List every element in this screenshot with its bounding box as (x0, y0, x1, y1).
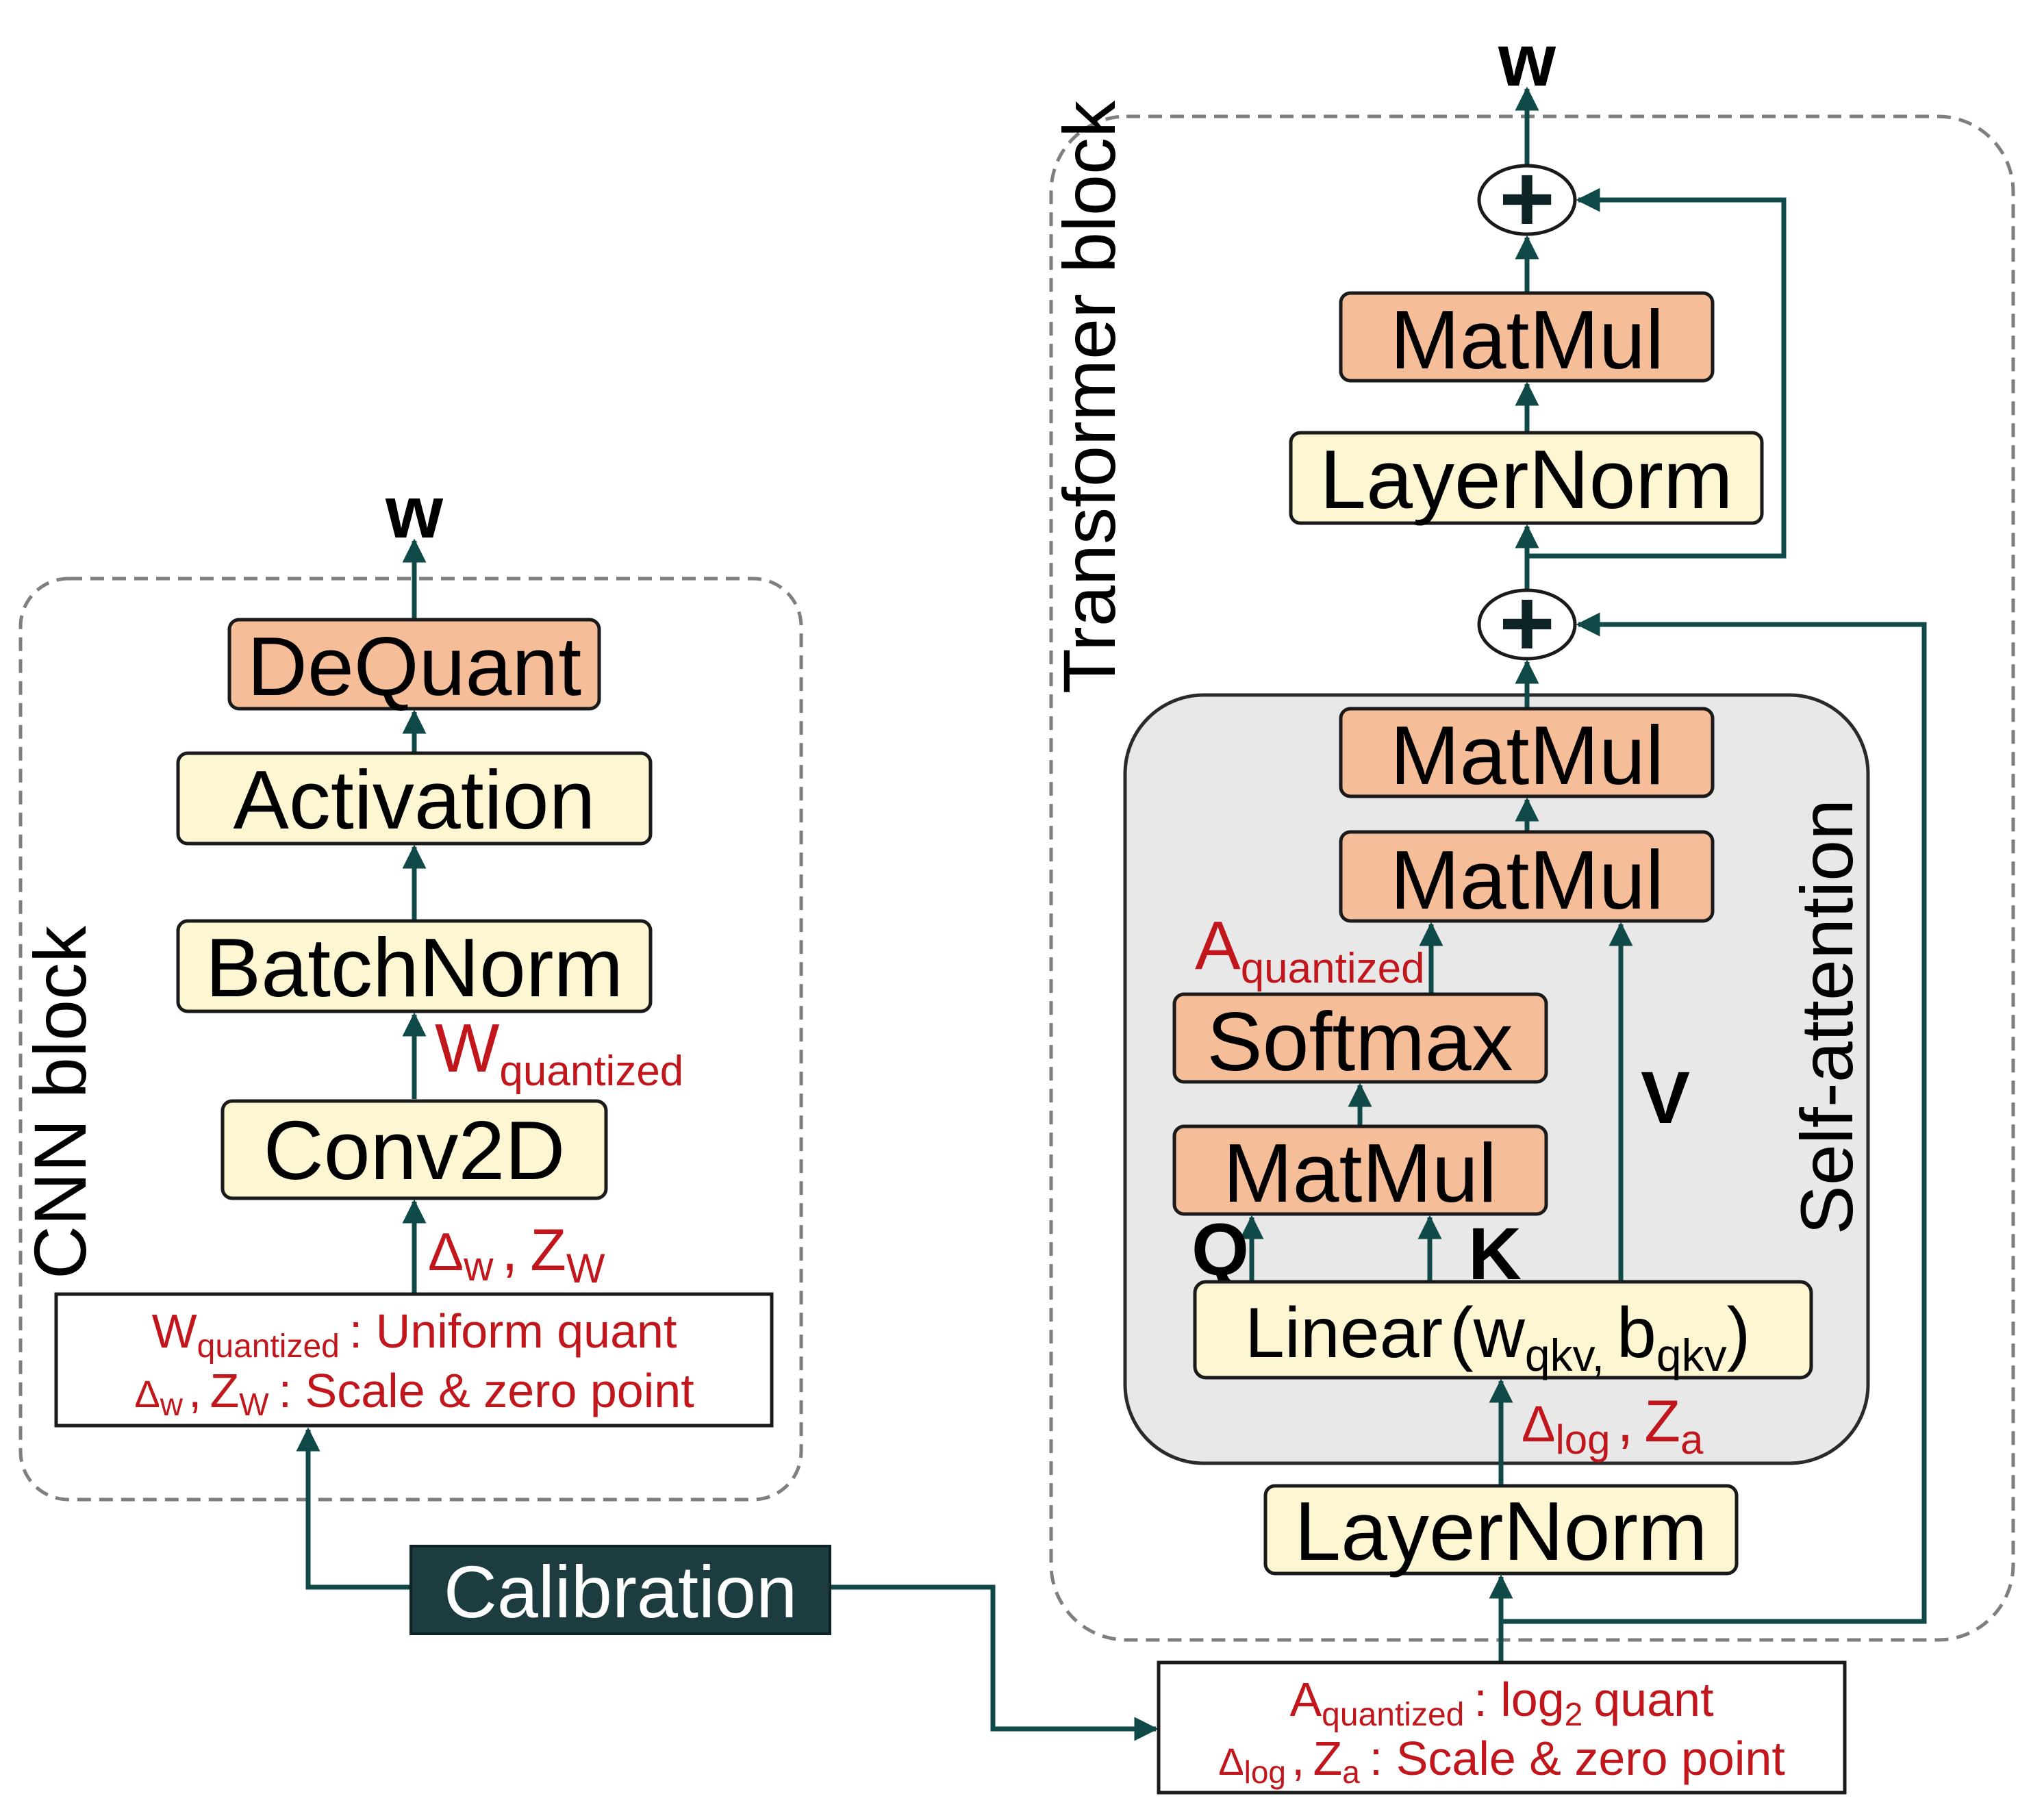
linear-qkv-box (1193, 1280, 1813, 1380)
cnn-info-line2: Δw,ZW: Scale & zero point (134, 1364, 694, 1422)
self-attention-label: Self-attention (1785, 799, 1868, 1235)
activation-box (176, 751, 653, 846)
activation-label: Activation (234, 753, 596, 846)
transformer-block-label: Transformer block (1048, 100, 1131, 694)
calibration-to-cnn-wire (296, 1427, 411, 1590)
residual-add-top (1477, 164, 1577, 236)
dequant-label: DeQuant (247, 620, 581, 713)
matmul-qk-box (1172, 1124, 1548, 1216)
layernorm-top-box (1289, 431, 1764, 525)
cnn-output-label: w (385, 470, 444, 553)
transformer-block-border (1049, 114, 2015, 1642)
matmul-top-label: MatMul (1390, 293, 1664, 386)
cnn-scale-zero-label: Δw,ZW (428, 1217, 605, 1291)
linear-qkv-label: Linear(wqkv,bqkv) (1245, 1293, 1750, 1380)
residual-top-wire (1527, 188, 1787, 559)
cnn-block-border (18, 577, 803, 1502)
layernorm-bottom-box (1263, 1484, 1739, 1576)
batchnorm-box (176, 919, 653, 1013)
layernorm-top-label: LayerNorm (1320, 433, 1732, 526)
conv2d-label: Conv2D (264, 1104, 566, 1197)
matmul-attn-out-label: MatMul (1390, 709, 1664, 802)
cnn-block-label: CNN block (18, 925, 101, 1279)
v-label: V (1641, 1056, 1690, 1139)
calibration-to-transformer-wire (830, 1584, 1159, 1741)
cnn-info-box (54, 1292, 774, 1428)
matmul-top-box (1339, 291, 1715, 383)
residual-add-middle (1477, 588, 1577, 661)
q-label: Q (1191, 1208, 1249, 1291)
transformer-info-box (1157, 1660, 1847, 1795)
a-quantized-label: Aquantized (1195, 907, 1425, 992)
dequant-box (227, 618, 601, 711)
transformer-scale-zero-label: Δlog,Za (1522, 1389, 1704, 1463)
batchnorm-label: BatchNorm (205, 921, 623, 1014)
conv2d-box (220, 1099, 608, 1200)
matmul-attn-out-box (1339, 707, 1715, 798)
transformer-info-line2: Δlog,Za: Scale & zero point (1218, 1732, 1785, 1790)
matmul-av-box (1339, 830, 1715, 923)
matmul-qk-label: MatMul (1223, 1126, 1497, 1219)
softmax-box (1172, 992, 1548, 1084)
calibration-box (409, 1545, 831, 1635)
softmax-label: Softmax (1207, 995, 1513, 1088)
cnn-info-line1: Wquantized: Uniform quant (152, 1304, 677, 1365)
plus-icon: + (1499, 569, 1555, 677)
transformer-output-label: w (1498, 18, 1556, 101)
cnn-w-quantized-label: Wquantized (435, 1010, 683, 1095)
matmul-av-label: MatMul (1390, 833, 1664, 926)
layernorm-bottom-label: LayerNorm (1294, 1484, 1707, 1578)
plus-icon: + (1499, 144, 1555, 252)
residual-bottom-wire (1501, 612, 1927, 1624)
calibration-label: Calibration (444, 1550, 797, 1633)
